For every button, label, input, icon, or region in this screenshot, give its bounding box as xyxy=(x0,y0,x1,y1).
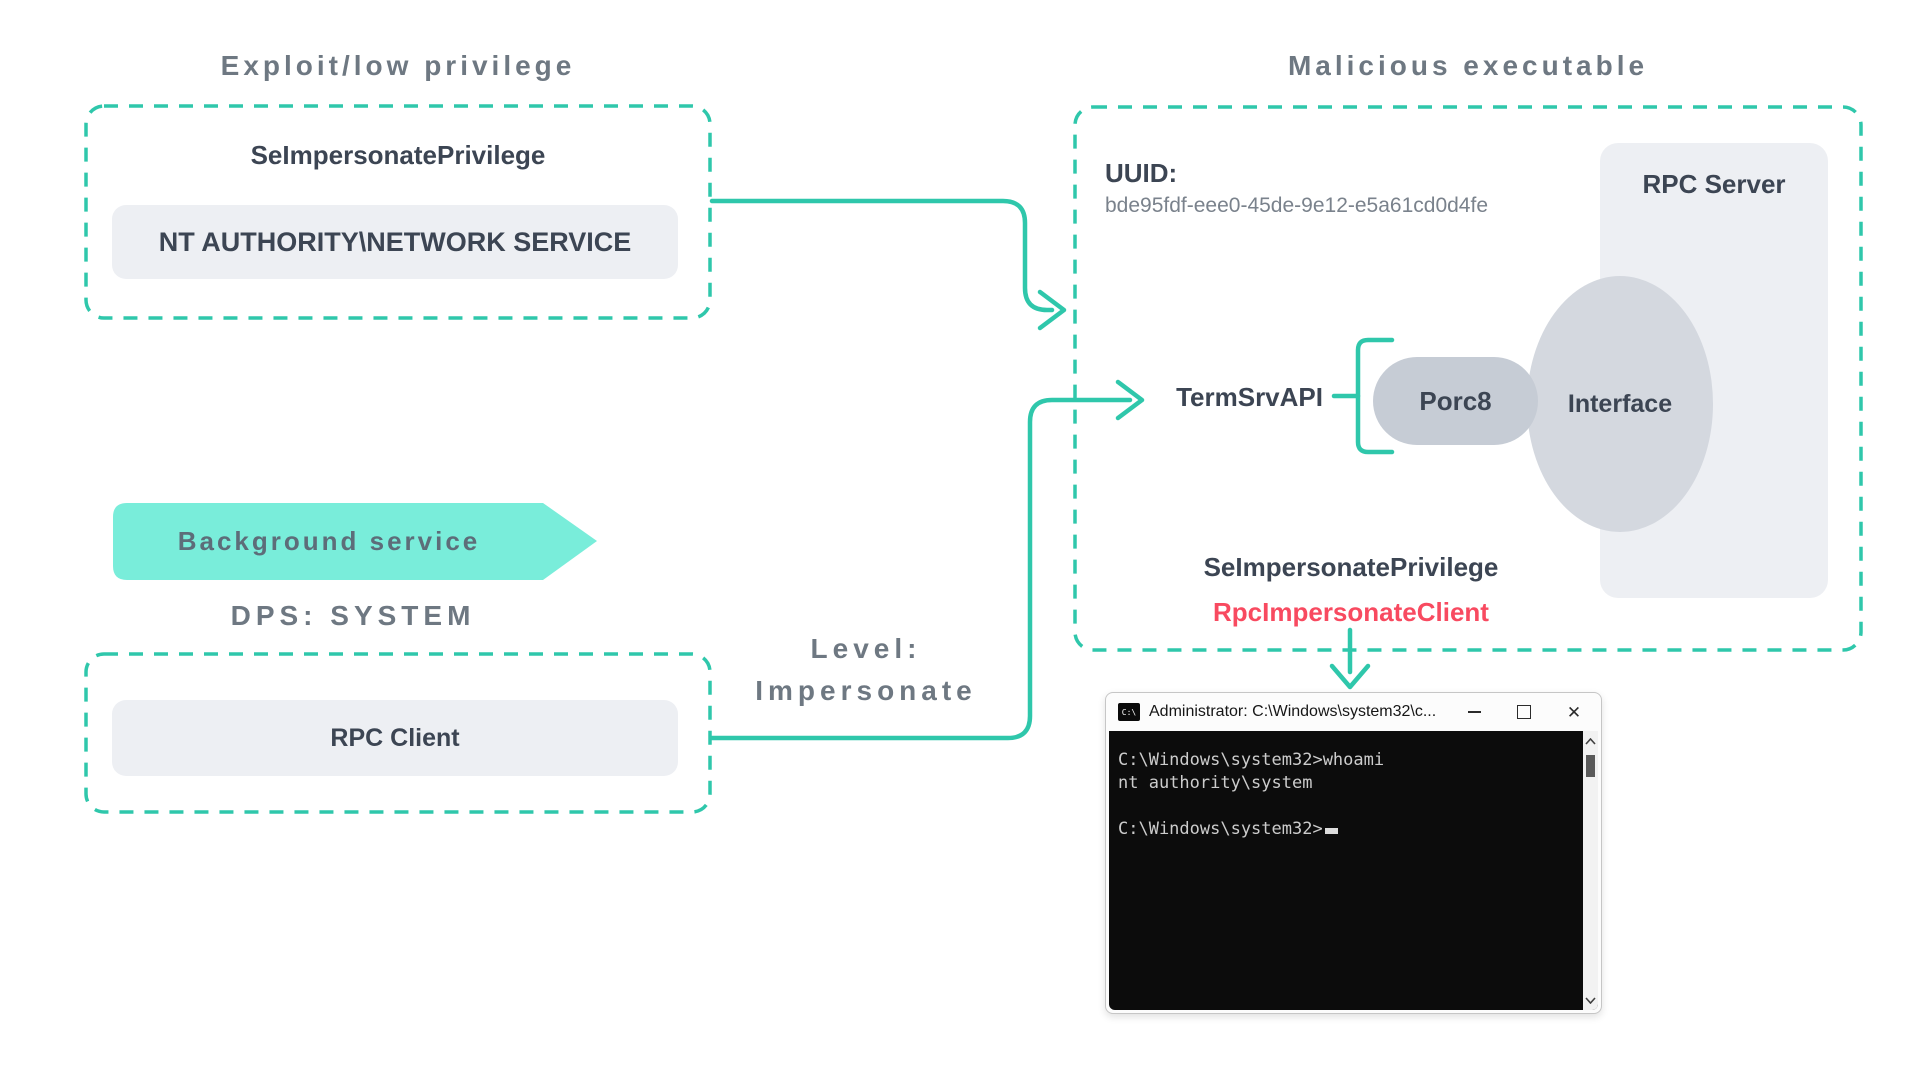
rpc-client-box: RPC Client xyxy=(112,700,678,776)
console-prompt: C:\Windows\system32> xyxy=(1118,819,1323,839)
uuid-value: bde95fdf-eee0-45de-9e12-e5a61cd0d4fe xyxy=(1105,194,1488,217)
malicious-section-title: Malicious executable xyxy=(1287,50,1649,81)
rpc-client-label: RPC Client xyxy=(330,723,460,752)
background-service-banner: Background service xyxy=(113,503,545,580)
interface-label: Interface xyxy=(1567,389,1673,418)
scrollbar-thumb[interactable] xyxy=(1586,755,1595,777)
terminal-titlebar[interactable]: C:\ Administrator: C:\Windows\system32\c… xyxy=(1106,693,1601,731)
terminal-console[interactable]: C:\Windows\system32>whoami nt authority\… xyxy=(1109,731,1598,1010)
maximize-icon xyxy=(1517,705,1531,719)
terminal-title: Administrator: C:\Windows\system32\c... xyxy=(1149,703,1437,720)
rpc-impersonate-client-label: RpcImpersonateClient xyxy=(1213,597,1489,627)
uuid-label: UUID: xyxy=(1105,158,1178,188)
level-line2: Impersonate xyxy=(755,675,977,706)
background-service-label: Background service xyxy=(177,526,481,556)
interface-ellipse: Interface xyxy=(1527,276,1713,532)
dps-system-label: DPS: SYSTEM xyxy=(230,600,476,631)
cmd-icon: C:\ xyxy=(1118,703,1140,721)
arrowhead-exploit-to-malicious xyxy=(1037,289,1067,331)
port-pill: Porc8 xyxy=(1373,357,1538,445)
scroll-down-button[interactable] xyxy=(1583,992,1598,1008)
minimize-icon xyxy=(1467,711,1481,713)
console-prompt-line: C:\Windows\system32> xyxy=(1118,818,1578,841)
scroll-down-icon xyxy=(1585,996,1596,1004)
terminal-window: C:\ Administrator: C:\Windows\system32\c… xyxy=(1105,692,1602,1014)
impersonation-level-label: Level: Impersonate xyxy=(716,628,1016,712)
cmd-icon-text: C:\ xyxy=(1121,707,1137,717)
level-line1: Level: xyxy=(810,633,922,664)
console-line xyxy=(1118,795,1578,818)
minimize-button[interactable] xyxy=(1459,697,1489,727)
scroll-up-icon xyxy=(1585,737,1596,745)
maximize-button[interactable] xyxy=(1509,697,1539,727)
console-cursor xyxy=(1324,828,1338,834)
close-button[interactable]: ✕ xyxy=(1559,697,1589,727)
terminal-scrollbar[interactable] xyxy=(1583,731,1598,1010)
arrow-exploit-to-malicious xyxy=(709,198,1055,313)
exploit-privilege-label: SeImpersonatePrivilege xyxy=(250,140,546,170)
scroll-up-button[interactable] xyxy=(1583,733,1598,749)
console-line: C:\Windows\system32>whoami xyxy=(1118,750,1385,770)
termsrvapi-label: TermSrvAPI xyxy=(1176,382,1323,412)
rpc-server-label: RPC Server xyxy=(1642,169,1786,199)
console-line: nt authority\system xyxy=(1118,773,1313,793)
exploit-account-label: NT AUTHORITY\NETWORK SERVICE xyxy=(158,226,632,257)
port-label: Porc8 xyxy=(1419,385,1492,416)
arrowhead-malicious-to-terminal xyxy=(1329,663,1371,690)
malicious-privilege-label: SeImpersonatePrivilege xyxy=(1203,552,1499,582)
exploit-account-box: NT AUTHORITY\NETWORK SERVICE xyxy=(112,205,678,279)
exploit-section-title: Exploit/low privilege xyxy=(220,50,576,81)
close-icon: ✕ xyxy=(1566,702,1582,722)
